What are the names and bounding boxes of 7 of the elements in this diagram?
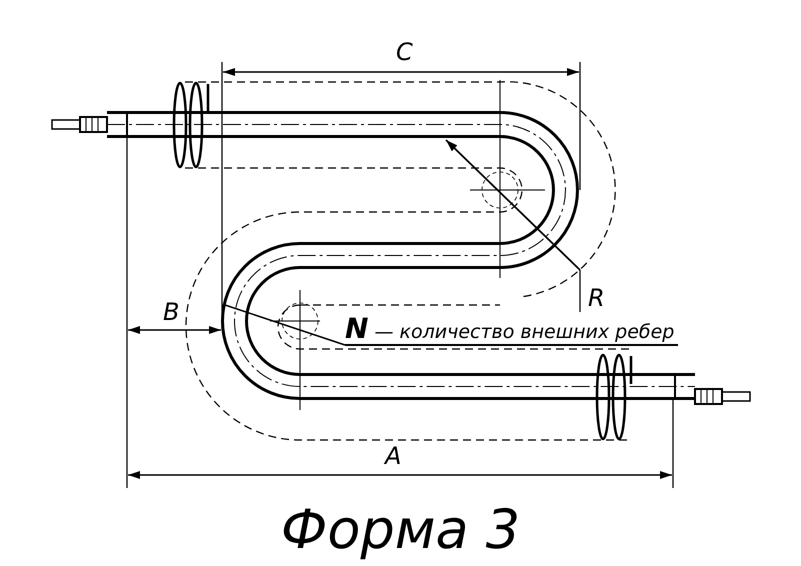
caption: Форма 3 <box>280 500 520 560</box>
dimension-label: C <box>396 40 413 64</box>
dimension-label: R <box>588 286 605 310</box>
dimension-label: A <box>385 444 402 468</box>
dimension-label: B <box>163 300 180 324</box>
leader-line <box>224 304 346 346</box>
heater-element-drawing <box>51 80 751 441</box>
